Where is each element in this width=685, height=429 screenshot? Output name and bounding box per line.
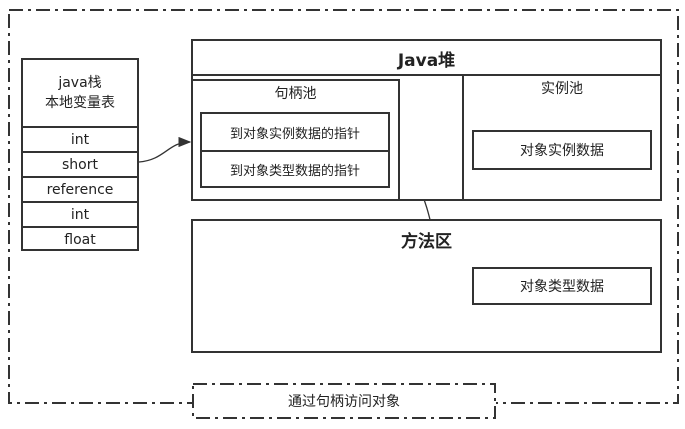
type-pointer: 到对象类型数据的指针 [200, 150, 390, 188]
heap-title: Java堆 [397, 50, 456, 71]
caption-text: 通过句柄访问对象 [288, 394, 400, 410]
stack-cell: int [23, 201, 137, 226]
type-data: 对象类型数据 [472, 267, 652, 305]
stack-cell: float [23, 226, 137, 251]
stack-title-line2: 本地变量表 [45, 95, 115, 111]
stack-cell: reference [23, 176, 137, 201]
arrow-short-to-handle [138, 136, 192, 163]
method-area-title: 方法区 [401, 231, 452, 252]
java-stack: java栈 本地变量表 int short reference int floa… [21, 58, 139, 251]
java-stack-title: java栈 本地变量表 [23, 60, 137, 126]
heap-divider [191, 74, 662, 76]
instance-pool-title: 实例池 [541, 81, 583, 97]
caption: 通过句柄访问对象 [192, 383, 496, 419]
caption-border [192, 383, 496, 419]
instance-data: 对象实例数据 [472, 130, 652, 170]
handle-pool-title: 句柄池 [274, 86, 317, 102]
stack-cell: int [23, 126, 137, 151]
stack-cell: short [23, 151, 137, 176]
instance-pointer: 到对象实例数据的指针 [200, 112, 390, 152]
stack-title-line1: java栈 [58, 75, 102, 91]
